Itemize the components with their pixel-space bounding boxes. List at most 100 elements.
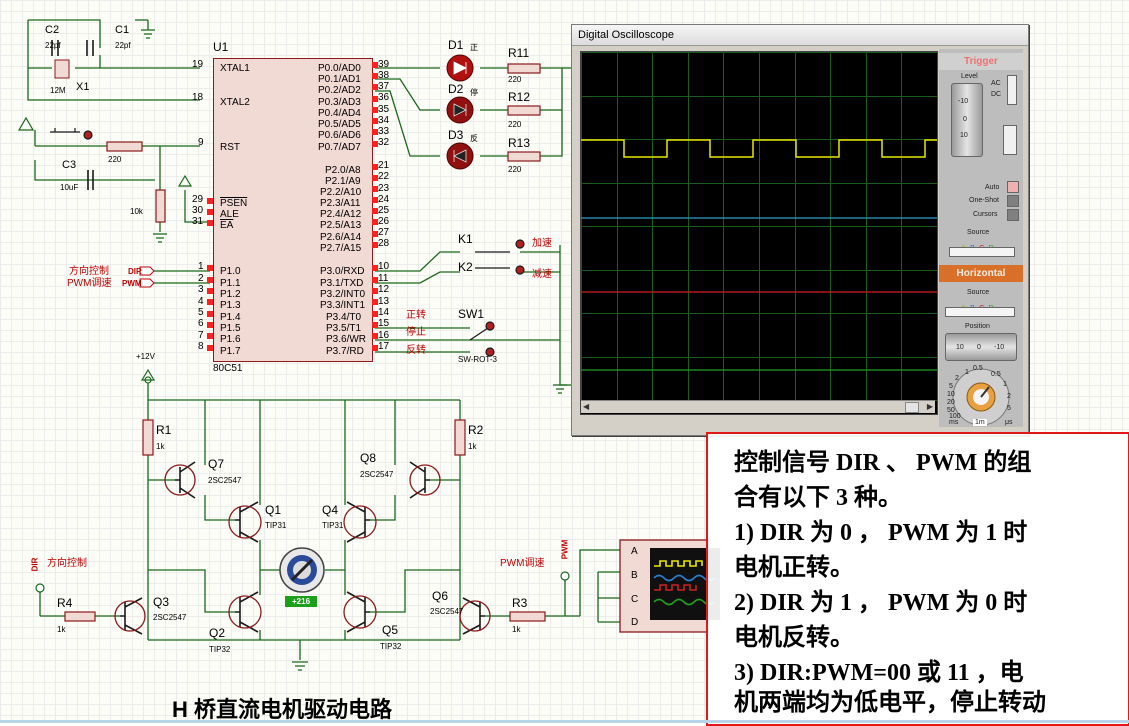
mcu-pin-num: 13 [378,296,390,307]
transistor-q8-ref: Q8 [360,451,377,465]
oscilloscope-titlebar[interactable]: Digital Oscilloscope [572,25,1028,46]
explanation-line: 电机正转。 [734,555,854,581]
oscilloscope-scrollbar[interactable]: ◀ ▶ [581,400,935,413]
motor-readout: +216 [292,597,311,606]
mcu-pin-name: RST [220,142,240,153]
oscilloscope-screen[interactable]: ◀ ▶ [580,51,938,415]
mcu-ref-label: U1 [213,40,229,54]
trigger-edge-toggle[interactable] [1003,125,1017,155]
mcu-pin-name: P1.5 [220,323,241,334]
timebase-scale-10: 1 [1003,381,1007,388]
trigger-auto-button[interactable] [1007,181,1019,193]
key-k2-ref[interactable]: K2 [458,260,473,274]
mcu-pin-name: P2.0/A8 [325,165,361,176]
led-d3-tag: 反 [470,134,478,143]
led-d2-ref: D2 [448,82,464,96]
mcu-pin-num: 7 [198,330,204,341]
trigger-source-label: Source [967,229,990,236]
mcu-pin-num: 38 [378,70,390,81]
mcu-pin-name: P0.4/AD4 [318,108,361,119]
mcu-pin-num: 22 [378,171,390,182]
mcu-pin-num: 32 [378,137,390,148]
reset-resistor-value: 220 [108,155,122,164]
scroll-left-icon[interactable]: ◀ [583,402,590,411]
mcu-pin-name: P1.1 [220,278,241,289]
cap-c3-value: 10uF [60,183,79,192]
resistor-r2-value: 1k [468,442,477,451]
resistor-r11-ref: R11 [508,46,530,60]
mcu-pin-name: P3.4/T0 [326,312,362,323]
horizontal-position-knob[interactable]: 10 0 -10 [945,333,1017,361]
mcu-pin-name: P0.2/AD2 [318,85,361,96]
timebase-scale-0: 0.5 [973,365,983,372]
trigger-scale-pos: 10 [960,132,968,139]
mcu-pin-num: 27 [378,227,390,238]
trigger-level-knob[interactable]: -10 0 10 [951,83,983,157]
figure-caption: H 桥直流电机驱动电路 [172,697,393,722]
mcu-pin-name: P1.0 [220,266,241,277]
transistor-q2-part: TIP32 [209,645,231,654]
transistor-q3-part: 2SC2547 [153,613,187,622]
timebase-unit-ms: ms [949,419,959,426]
oscilloscope-window[interactable]: Digital Oscilloscope ◀ ▶ Trigger Level -… [571,24,1029,436]
key-k1-ref[interactable]: K1 [458,232,473,246]
trigger-ac-label: AC [991,80,1001,87]
timebase-scale-9: 0.5 [991,371,1001,378]
explanation-line: 1) DIR 为 0 ， PWM 为 1 时 [734,520,1028,546]
mcu-part-label: 80C51 [213,363,243,374]
mcu-pin-name: P3.2/INT0 [320,289,366,300]
p1-dir-label: 方向控制 [69,266,109,277]
mcu-pin-name: XTAL2 [220,97,250,108]
trigger-header: Trigger [939,53,1023,70]
switch-sw1-part: SW-ROT-3 [458,355,497,364]
timebase-scale-7: 100 [949,413,961,420]
mcu-pin-name: EA [220,220,234,231]
timebase-scale-4: 10 [947,391,955,398]
transistor-q2-ref: Q2 [209,626,226,640]
key-k1-label: 加速 [532,238,552,249]
probe-a-label: A [631,546,638,557]
timebase-scale-6: 50 [947,407,955,414]
mcu-pin-num: 30 [192,205,204,216]
trigger-scale-zero: 0 [963,116,967,123]
mcu-pin-num: 25 [378,205,390,216]
timebase-unit-us: μs [1005,419,1013,426]
led-d2-tag: 停 [470,88,478,97]
timebase-scale-1: 1 [965,369,969,376]
bridge-pwm-label: PWM调速 [500,558,545,569]
hpos-scale-mid: 0 [977,344,981,351]
mcu-pin-name: P0.6/AD6 [318,130,361,141]
scroll-thumb[interactable] [905,402,919,413]
transistor-q7-ref: Q7 [208,457,225,471]
mcu-pin-num: 9 [198,137,204,148]
mcu-pin-name: P2.4/A12 [320,209,362,220]
oscilloscope-controls: Trigger Level -10 0 10 AC DC Auto One-Sh… [939,49,1023,427]
mcu-pin-num: 33 [378,126,390,137]
mcu-pin-num: 12 [378,284,390,295]
led-d3-ref: D3 [448,128,464,142]
scroll-right-icon[interactable]: ▶ [926,402,933,411]
trigger-coupling-toggle[interactable] [1007,75,1017,105]
trigger-cursors-button[interactable] [1007,209,1019,221]
mcu-pin-name: P3.5/T1 [326,323,362,334]
bridge-dir-label: 方向控制 [47,558,87,569]
mcu-pin-name: P1.7 [220,346,241,357]
switch-sw1-ref[interactable]: SW1 [458,307,485,321]
trigger-source-slider[interactable] [949,247,1015,257]
hpos-scale-left: 10 [956,344,964,351]
cap-c1-value: 22pf [115,41,131,50]
transistor-q8-part: 2SC2547 [360,470,394,479]
horizontal-source-slider[interactable] [945,307,1015,317]
mcu-pin-name: P3.1/TXD [320,278,364,289]
timebase-scale-11: 2 [1007,393,1011,400]
mcu-pin-num: 5 [198,307,204,318]
trigger-dc-label: DC [991,91,1002,98]
motor[interactable] [279,547,325,607]
timebase-dial[interactable]: 1m ms μs 0.5 1 2 5 10 20 50 100 200 0.5 … [947,365,1015,427]
explanation-line: 控制信号 DIR 、 PWM 的组 [734,450,1032,476]
resistor-r2-ref: R2 [468,423,484,437]
crystal-value: 12M [50,86,66,95]
mcu-80c51-body[interactable] [213,58,373,362]
trigger-oneshot-button[interactable] [1007,195,1019,207]
bottom-edge [0,720,1129,723]
